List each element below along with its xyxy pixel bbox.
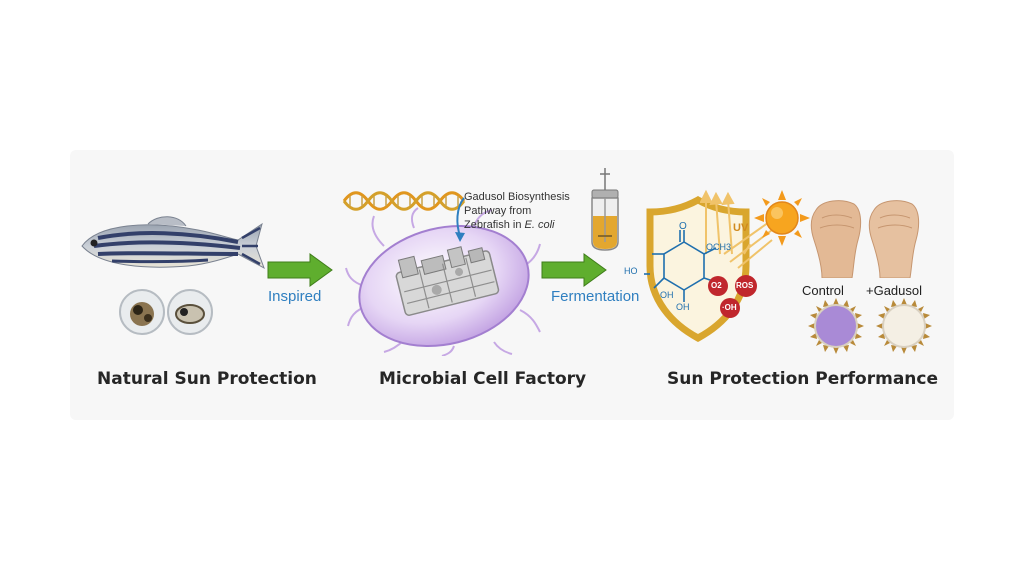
radical-oh: ·OH: [722, 303, 737, 312]
caption-sun-protection-performance: Sun Protection Performance: [667, 369, 939, 389]
pathway-note-line3: Zebrafish in E. coli: [464, 218, 570, 232]
pathway-note: Gadusol Biosynthesis Pathway from Zebraf…: [464, 190, 570, 232]
radical-o2: O2: [711, 281, 722, 290]
pathway-note-organism: E. coli: [524, 219, 555, 231]
molecule-oh-2: OH: [660, 290, 674, 300]
radical-ros: ROS: [736, 281, 754, 290]
pathway-note-prefix: Zebrafish in: [464, 219, 525, 231]
label-inspired: Inspired: [268, 288, 322, 305]
molecule-o: O: [679, 221, 687, 232]
zebrafish-illustration: [81, 216, 265, 270]
dna-helix: [342, 191, 466, 211]
caption-microbial-cell-factory: Microbial Cell Factory: [379, 369, 587, 389]
label-control: Control: [802, 283, 844, 298]
caption-natural-sun-protection: Natural Sun Protection: [97, 369, 317, 389]
pathway-arrow: [455, 197, 465, 242]
radical-bubbles: [708, 275, 757, 318]
fermenter-icon: [591, 168, 619, 251]
pathway-note-line1: Gadusol Biosynthesis: [464, 191, 570, 203]
sun-icon: [754, 190, 810, 246]
molecule-ho: HO: [624, 266, 638, 276]
bacterium-cell: [345, 207, 541, 356]
zebrafish-embryos: [119, 289, 213, 335]
hand-gadusol: [868, 200, 920, 278]
molecule-oh-1: OH: [676, 302, 690, 312]
pathway-note-line2: Pathway from: [464, 205, 532, 217]
disc-gadusol: [876, 298, 932, 354]
uv-label: UV: [733, 222, 749, 234]
arrow-inspired: [267, 253, 333, 287]
molecule-och3: OCH3: [706, 242, 732, 252]
label-fermentation: Fermentation: [551, 288, 640, 305]
uv-reflection-arrows: [700, 189, 751, 255]
label-gadusol: +Gadusol: [866, 283, 923, 298]
hand-control: [810, 200, 862, 278]
disc-control: [808, 298, 864, 354]
arrow-fermentation: [541, 253, 607, 287]
